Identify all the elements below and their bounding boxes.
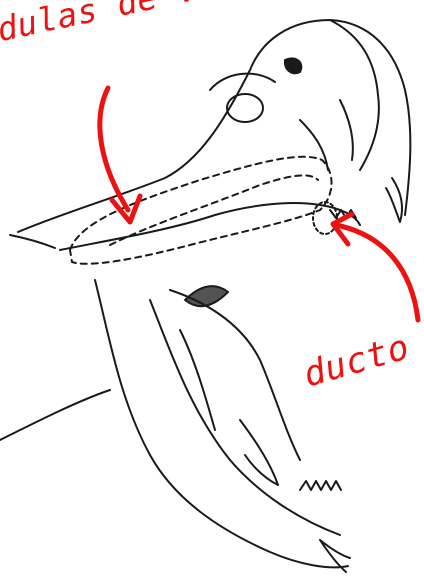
fang-fold [185, 286, 228, 306]
brow-ridge [210, 74, 275, 90]
head-detail-3 [180, 330, 215, 430]
lower-jaw-inner [150, 300, 340, 535]
mouth-interior [170, 290, 300, 460]
head-detail-1 [340, 100, 353, 160]
snout-tip [330, 20, 379, 170]
eye-outline [227, 94, 263, 122]
glands-arrow [100, 88, 128, 210]
lower-jaw-outer [95, 280, 348, 567]
duct-arrow [336, 225, 418, 320]
neck-line-upper [10, 235, 55, 248]
head-upper-outline [18, 20, 410, 232]
tongue-sheath [240, 420, 278, 485]
lower-teeth [300, 481, 341, 490]
neck-line-lower [0, 390, 110, 440]
nostril-mark [285, 58, 301, 73]
upper-fang [386, 178, 402, 222]
